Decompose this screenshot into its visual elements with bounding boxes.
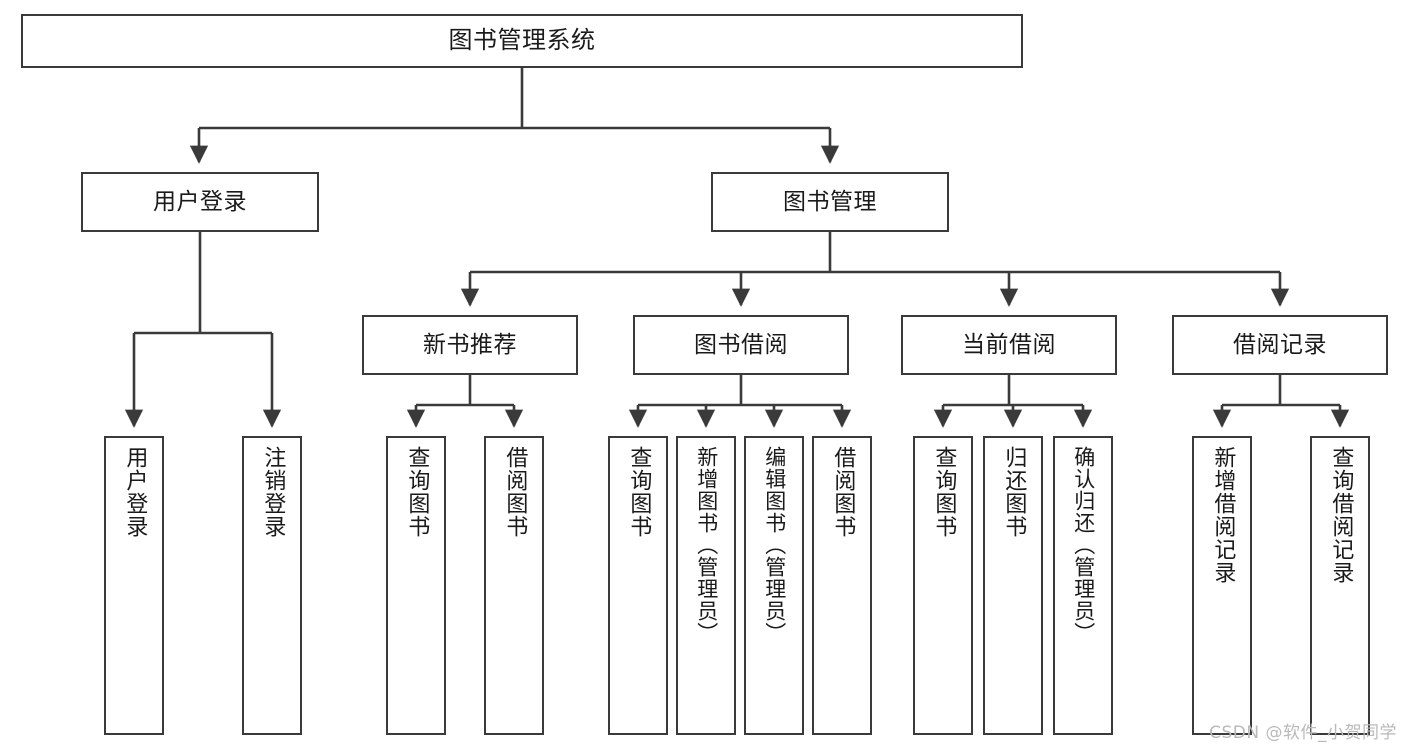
leaf-return-book[interactable]: 归还图书 bbox=[983, 436, 1043, 735]
node-label: 借阅图书 bbox=[502, 446, 528, 538]
leaf-confirm-return[interactable]: 确认归还（管理员） bbox=[1053, 436, 1113, 735]
node-label: 查询图书 bbox=[404, 446, 430, 538]
leaf-user-login[interactable]: 用户登录 bbox=[104, 436, 164, 735]
node-label: 确认归还（管理员） bbox=[1071, 446, 1096, 644]
node-label: 新增图书（管理员） bbox=[694, 446, 719, 644]
leaf-query-book-2[interactable]: 查询图书 bbox=[608, 436, 668, 735]
leaf-borrow-book-1[interactable]: 借阅图书 bbox=[484, 436, 544, 735]
node-label: 图书借阅 bbox=[694, 331, 788, 358]
leaf-query-record[interactable]: 查询借阅记录 bbox=[1310, 436, 1370, 735]
node-label: 借阅记录 bbox=[1233, 331, 1327, 358]
leaf-add-record[interactable]: 新增借阅记录 bbox=[1192, 436, 1252, 735]
leaf-add-book[interactable]: 新增图书（管理员） bbox=[676, 436, 736, 735]
leaf-logout[interactable]: 注销登录 bbox=[242, 436, 302, 735]
leaf-query-book-3[interactable]: 查询图书 bbox=[913, 436, 973, 735]
node-book-manage[interactable]: 图书管理 bbox=[711, 172, 949, 232]
node-label: 查询借阅记录 bbox=[1328, 446, 1354, 584]
node-current-borrow[interactable]: 当前借阅 bbox=[901, 315, 1117, 375]
leaf-query-book-1[interactable]: 查询图书 bbox=[386, 436, 446, 735]
node-label: 用户登录 bbox=[122, 446, 148, 538]
node-label: 编辑图书（管理员） bbox=[762, 446, 787, 644]
node-label: 归还图书 bbox=[1001, 446, 1027, 538]
node-new-book-rec[interactable]: 新书推荐 bbox=[362, 315, 578, 375]
node-label: 借阅图书 bbox=[830, 446, 856, 538]
leaf-edit-book[interactable]: 编辑图书（管理员） bbox=[744, 436, 804, 735]
node-book-borrow[interactable]: 图书借阅 bbox=[633, 315, 849, 375]
node-label: 新书推荐 bbox=[423, 331, 517, 358]
node-borrow-record[interactable]: 借阅记录 bbox=[1172, 315, 1388, 375]
node-label: 注销登录 bbox=[260, 446, 286, 538]
node-user-login[interactable]: 用户登录 bbox=[81, 172, 319, 232]
node-label: 查询图书 bbox=[626, 446, 652, 538]
node-label: 当前借阅 bbox=[962, 331, 1056, 358]
node-label: 查询图书 bbox=[931, 446, 957, 538]
node-label: 新增借阅记录 bbox=[1210, 446, 1236, 584]
node-label: 图书管理 bbox=[783, 188, 877, 215]
node-label: 用户登录 bbox=[153, 188, 247, 215]
node-root-system[interactable]: 图书管理系统 bbox=[21, 14, 1023, 68]
leaf-borrow-book-2[interactable]: 借阅图书 bbox=[812, 436, 872, 735]
node-label: 图书管理系统 bbox=[448, 26, 596, 55]
watermark-credit: CSDN @软件_小贺同学 bbox=[1209, 723, 1397, 743]
